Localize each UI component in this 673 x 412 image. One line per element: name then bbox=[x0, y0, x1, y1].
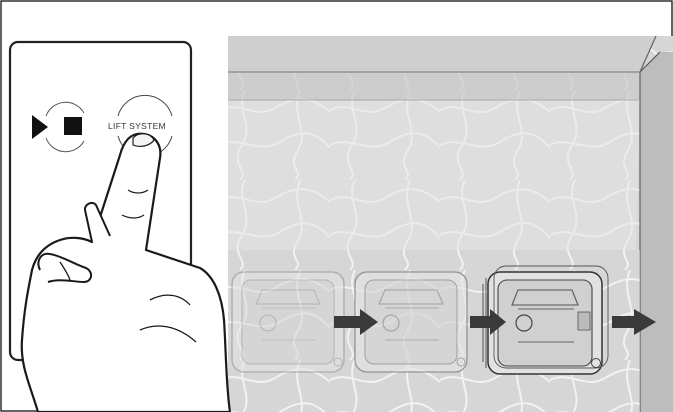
pool-back-wall bbox=[228, 100, 640, 250]
pressing-hand bbox=[20, 132, 232, 412]
thumb bbox=[37, 252, 92, 284]
play-stop-button[interactable] bbox=[32, 101, 85, 153]
arrow-2 bbox=[470, 309, 506, 335]
movement-arrows bbox=[334, 309, 656, 335]
arrow-1 bbox=[334, 309, 378, 335]
arrow-3 bbox=[612, 309, 656, 335]
robot-current bbox=[482, 265, 609, 375]
robot-faded-1 bbox=[231, 271, 345, 373]
lift-system-label: LIFT SYSTEM bbox=[108, 121, 166, 131]
play-icon bbox=[32, 115, 48, 139]
pool-side-wall bbox=[640, 52, 673, 412]
pool-wall bbox=[228, 36, 656, 72]
robot-faded-2 bbox=[354, 271, 468, 373]
hand-shape bbox=[20, 132, 232, 412]
finger-nail bbox=[132, 133, 155, 147]
stop-icon bbox=[64, 117, 82, 135]
